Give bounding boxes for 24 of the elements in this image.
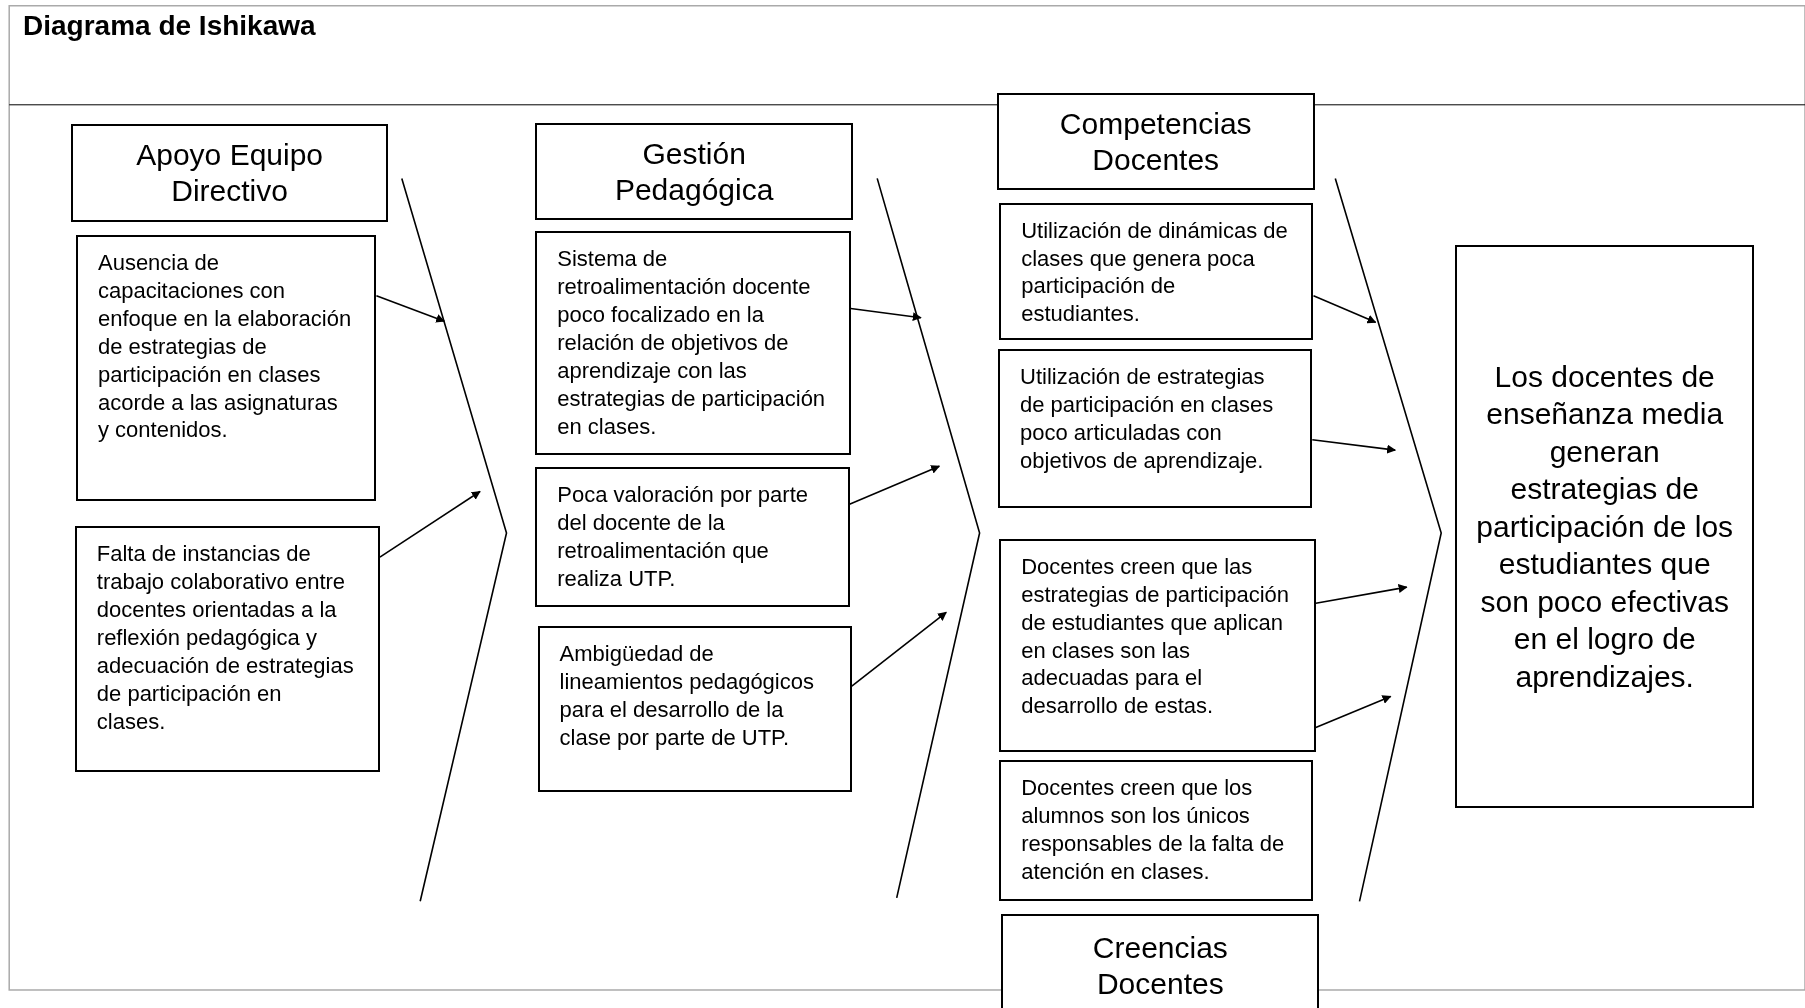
- arrow: [1311, 438, 1397, 454]
- arrow: [379, 490, 481, 558]
- title: Diagrama de Ishikawa: [23, 10, 316, 43]
- cause-box: Docentes creen que las estrategias de participación de estudiantes que aplican en clases son las adecuadas para el desarrollo de estas.: [999, 538, 1316, 752]
- arrow: [849, 307, 922, 322]
- cause-box: Utilización de estrategias de participación en clases poco articuladas con objetivos de aprendizaje.: [998, 348, 1313, 508]
- cause-box: Ausencia de capacitaciones con enfoque en la elaboración de estrategias de participación en clases acorde a las asignaturas y contenidos.: [75, 234, 377, 501]
- category-box: Gestión Pedagógica: [535, 123, 853, 220]
- arrow: [375, 295, 446, 323]
- arrow: [851, 611, 947, 687]
- arrow: [1315, 584, 1408, 604]
- cause-box: Docentes creen que los alumnos son los únicos responsables de la falta de atención en clases.: [999, 759, 1314, 902]
- cause-box: Sistema de retroalimentación docente poco focalizado en la relación de objetivos de aprendizaje con las estrategias de participación en clases.: [535, 231, 851, 455]
- arrow: [1312, 295, 1377, 324]
- cause-box: Utilización de dinámicas de clases que genera poca participación de estudiantes.: [999, 202, 1314, 340]
- category-box: Apoyo Equipo Directivo: [71, 124, 388, 223]
- category-box: Creencias Docentes: [1001, 914, 1320, 1008]
- category-box: Competencias Docentes: [996, 93, 1315, 190]
- cause-box: Poca valoración por parte del docente de la retroalimentación que realiza UTP.: [535, 467, 850, 607]
- effect-box: Los docentes de enseñanza media generan estrategias de participación de los estudiantes que son poco efectivas en el logro de aprendizajes.: [1455, 245, 1755, 809]
- cause-box: Ambigüedad de lineamientos pedagógicos para el desarrollo de la clase por parte de UTP.: [537, 626, 852, 792]
- cause-box: Falta de instancias de trabajo colaborativo entre docentes orientadas a la reflexión pedagógica y adecuación de estrategias de participación en clases.: [74, 526, 380, 773]
- arrow: [848, 465, 941, 505]
- arrow: [1315, 695, 1392, 729]
